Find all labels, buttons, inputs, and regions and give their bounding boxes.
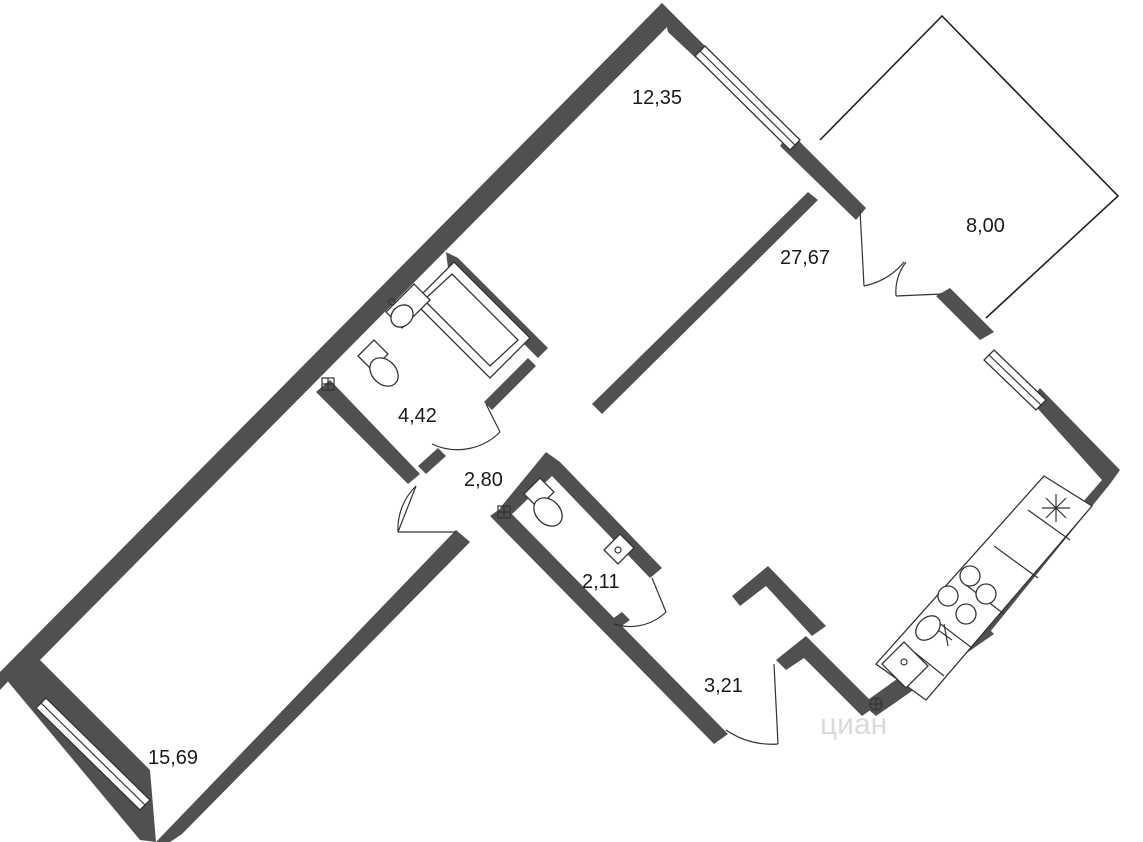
- room-area-bedroom-top: 12,35: [632, 87, 682, 109]
- vent-icon: [321, 377, 335, 391]
- door-swing-icon: [613, 577, 667, 628]
- sink-icon: [603, 533, 635, 565]
- wall-lower-bedroom-bottom: [0, 660, 156, 842]
- wall-bathroom-bottom: [418, 448, 446, 474]
- window-icon: [35, 697, 151, 811]
- wall-kitchen-east: [980, 388, 1120, 632]
- wall-bedroom-kitchen: [592, 192, 818, 414]
- toilet-icon: [523, 477, 563, 527]
- fridge-icon: [1042, 494, 1070, 522]
- door-swing-icon: [431, 403, 501, 451]
- wall-toilet-top: [500, 452, 662, 578]
- wall-lower-bedroom-right: [156, 530, 470, 842]
- window-icon: [983, 349, 1047, 411]
- room-area-bathroom: 4,42: [398, 405, 437, 427]
- watermark-logo: циан: [820, 708, 887, 741]
- balcony-outline: [819, 14, 1120, 319]
- room-area-balcony: 8,00: [966, 215, 1005, 237]
- door-swing-icon: [725, 663, 779, 745]
- wall-top: [662, 3, 705, 62]
- wall-bathroom-left: [316, 380, 420, 484]
- wall-top-right: [780, 132, 866, 220]
- room-area-corridor: 2,80: [464, 469, 503, 491]
- door-swing-icon: [859, 209, 943, 297]
- wall-bathroom-right: [484, 358, 536, 410]
- room-area-bedroom-bottom: 15,69: [148, 747, 198, 769]
- wall-kitchen-right: [936, 288, 994, 340]
- sink-icon: [385, 283, 431, 329]
- room-area-hall: 3,21: [704, 675, 743, 697]
- dishwasher-icon: [881, 641, 929, 689]
- room-area-kitchen-living: 27,67: [780, 247, 830, 269]
- wall-hall-right: [776, 636, 876, 716]
- vent-icon: [869, 697, 883, 711]
- wall-northwest-inner: [22, 3, 676, 660]
- toilet-icon: [357, 339, 399, 387]
- stove-icon: [937, 565, 997, 625]
- wall-toilet-bottom: [608, 612, 630, 630]
- vent-icon: [497, 505, 511, 519]
- wall-hall-top: [732, 566, 826, 636]
- bathtub-icon: [413, 261, 531, 379]
- window-icon: [694, 45, 801, 151]
- room-area-toilet: 2,11: [582, 571, 619, 593]
- door-swing-icon: [397, 485, 456, 533]
- wall-toilet-left: [490, 506, 728, 744]
- sink-icon: [915, 615, 953, 647]
